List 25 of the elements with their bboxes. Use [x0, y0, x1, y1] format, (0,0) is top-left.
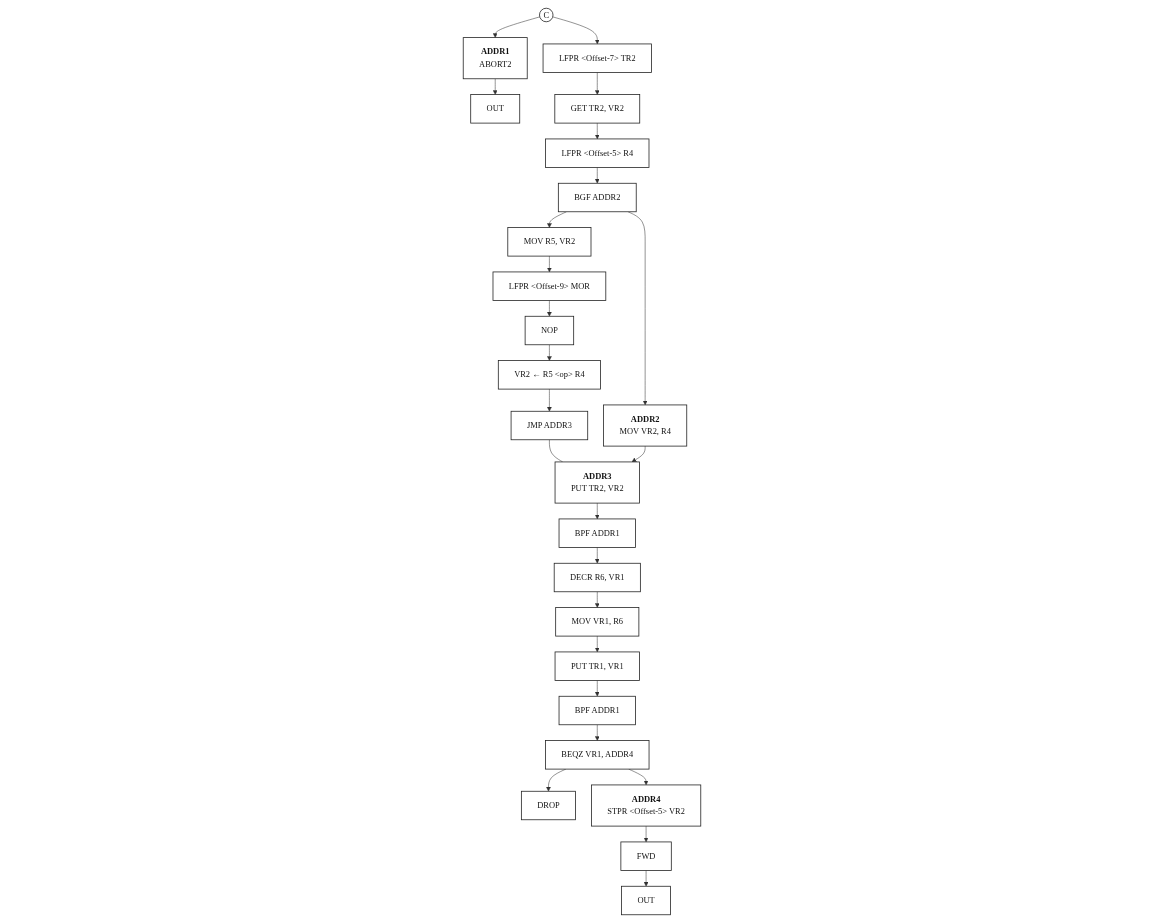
node-box: OUT: [469, 94, 520, 124]
node-box: LFPR <Offset-5> R4: [544, 138, 649, 168]
node-box: VR2 ← R5 <op> R4: [497, 360, 601, 390]
node-box: ADDR2 MOV VR2, R4: [602, 404, 687, 447]
node-box: BPF ADDR1: [558, 518, 636, 548]
node-box: LFPR <Offset-7> TR2: [542, 43, 652, 73]
node-box: DECR R6, VR1: [553, 562, 641, 593]
node-box: BGF ADDR2: [557, 182, 637, 213]
node-box: DROP: [520, 790, 576, 821]
node-box: LFPR <Offset-9> MOR: [492, 271, 606, 301]
node-box: OUT: [620, 885, 671, 916]
node-box: ADDR4 STPR <Offset-5> VR2: [590, 784, 701, 827]
connector: [548, 439, 563, 463]
node-box: BPF ADDR1: [558, 695, 636, 726]
node-box: NOP: [524, 315, 574, 346]
node-box: FWD: [619, 841, 672, 871]
node-circle: C: [538, 7, 553, 23]
node-box: MOV VR1, R6: [554, 607, 639, 637]
node-box: MOV R5, VR2: [506, 227, 591, 257]
node-box: ADDR3 PUT TR2, VR2: [554, 461, 640, 504]
node-box: PUT TR1, VR1: [554, 651, 640, 681]
node-box: BEQZ VR1, ADDR4: [544, 740, 649, 770]
node-box: GET TR2, VR2: [553, 94, 640, 124]
node-box: JMP ADDR3: [510, 410, 588, 441]
node-box: ADDR1 ABORT2: [462, 37, 528, 80]
